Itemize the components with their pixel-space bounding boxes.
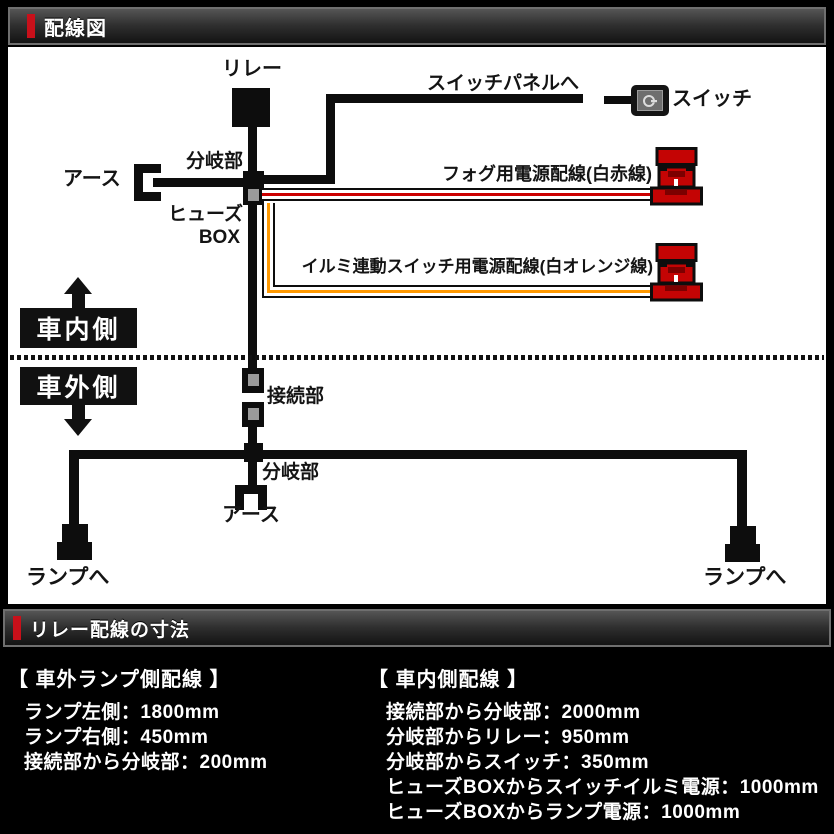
outside-wiring-heading: 【 車外ランプ側配線 】 [8, 669, 231, 691]
outside-wiring-section: 【 車外ランプ側配線 】 ランプ左側：1800mm ランプ右側：450mm 接続… [8, 663, 268, 778]
relay-label: リレー [222, 58, 282, 80]
fuse-box-label-line2: BOX [198, 227, 240, 248]
relay-block-icon [232, 88, 270, 127]
wire-connection-to-branch-bottom [248, 427, 257, 451]
dimension-item: ランプ左側：1800mm [24, 702, 220, 723]
connection-block-lower-icon [242, 402, 264, 427]
earth-top-label: アース [63, 168, 121, 190]
wire-branch-to-switch-riser [262, 175, 335, 184]
dimension-item: ランプ右側：450mm [24, 727, 209, 748]
wiring-diagram-canvas [8, 47, 826, 604]
inside-wiring-heading: 【 車内側配線 】 [368, 669, 529, 691]
branch-top-label: 分岐部 [185, 151, 243, 172]
outside-vehicle-badge: 車外側 [20, 367, 137, 405]
switch-panel-label: スイッチパネルへ [426, 73, 579, 94]
connection-block-upper-icon [242, 368, 264, 393]
branch-bottom-junction-icon [244, 443, 263, 462]
dimension-item: 分岐部からリレー：950mm [386, 727, 630, 748]
dimension-item: 接続部から分岐部：200mm [24, 752, 268, 773]
fusebox-core [248, 189, 259, 201]
dimensions-title: リレー配線の寸法 [30, 619, 191, 641]
arrow-up-icon [64, 277, 92, 294]
inside-wiring-list: 接続部から分岐部：2000mm 分岐部からリレー：950mm 分岐部からスイッチ… [386, 703, 819, 823]
wire-branch-to-earth-top [153, 178, 244, 187]
wiring-diagram-header: 配線図 [8, 7, 826, 45]
switch-face [637, 90, 663, 111]
wire-fusebox-to-connection [248, 204, 257, 369]
lamp-left-label: ランプへ [26, 566, 110, 589]
wire-lamp-left [69, 450, 79, 527]
connection-label: 接続部 [267, 386, 325, 407]
dimensions-accent-mark [13, 616, 21, 640]
inside-wiring-section: 【 車内側配線 】 接続部から分岐部：2000mm 分岐部からリレー：950mm… [368, 663, 819, 828]
wire-lamp-bus [70, 450, 746, 459]
wire-lamp-right [737, 450, 747, 529]
fuse-box-label-line1: ヒューズ [168, 204, 244, 225]
header-accent-mark [27, 14, 35, 38]
wire-switch-pigtail [604, 96, 634, 104]
switch-label: スイッチ [672, 88, 752, 110]
dimension-item: 分岐部からスイッチ：350mm [386, 752, 649, 773]
earth-bottom-label: アース [222, 504, 280, 526]
wiring-diagram-title: 配線図 [44, 17, 107, 40]
inside-vehicle-badge: 車内側 [20, 308, 137, 348]
branch-bottom-label: 分岐部 [262, 462, 320, 483]
power-icon [643, 94, 657, 107]
wire-fog-power-white-red [262, 188, 658, 201]
lamp-right-label: ランプへ [703, 566, 787, 589]
wire-relay-to-branch [248, 126, 257, 173]
arrow-down-stem [72, 404, 85, 420]
fog-fuse-tap-connector-icon [650, 147, 703, 206]
outside-wiring-list: ランプ左側：1800mm ランプ右側：450mm 接続部から分岐部：200mm [24, 703, 268, 773]
dimension-item: ヒューズBOXからランプ電源：1000mm [386, 802, 741, 823]
wire-branch-to-earth-bottom [248, 461, 257, 487]
arrow-down-icon [64, 419, 92, 436]
fog-wire-label: フォグ用電源配線(白赤線) [442, 164, 652, 184]
dimensions-header: リレー配線の寸法 [3, 609, 831, 647]
cabin-boundary-dotted-line [10, 355, 824, 360]
wire-switch-riser [326, 97, 335, 184]
wire-illumi-power-white-orange [262, 203, 659, 298]
arrow-up-stem [72, 293, 85, 309]
dimension-item: ヒューズBOXからスイッチイルミ電源：1000mm [386, 777, 819, 798]
switch-icon [631, 85, 669, 116]
illumi-fuse-tap-connector-icon [650, 243, 703, 302]
illumi-wire-label: イルミ連動スイッチ用電源配線(白オレンジ線) [301, 257, 653, 276]
wire-to-switch-panel [326, 94, 583, 103]
dimension-item: 接続部から分岐部：2000mm [386, 702, 641, 723]
branch-fusebox-block-icon [243, 171, 264, 205]
